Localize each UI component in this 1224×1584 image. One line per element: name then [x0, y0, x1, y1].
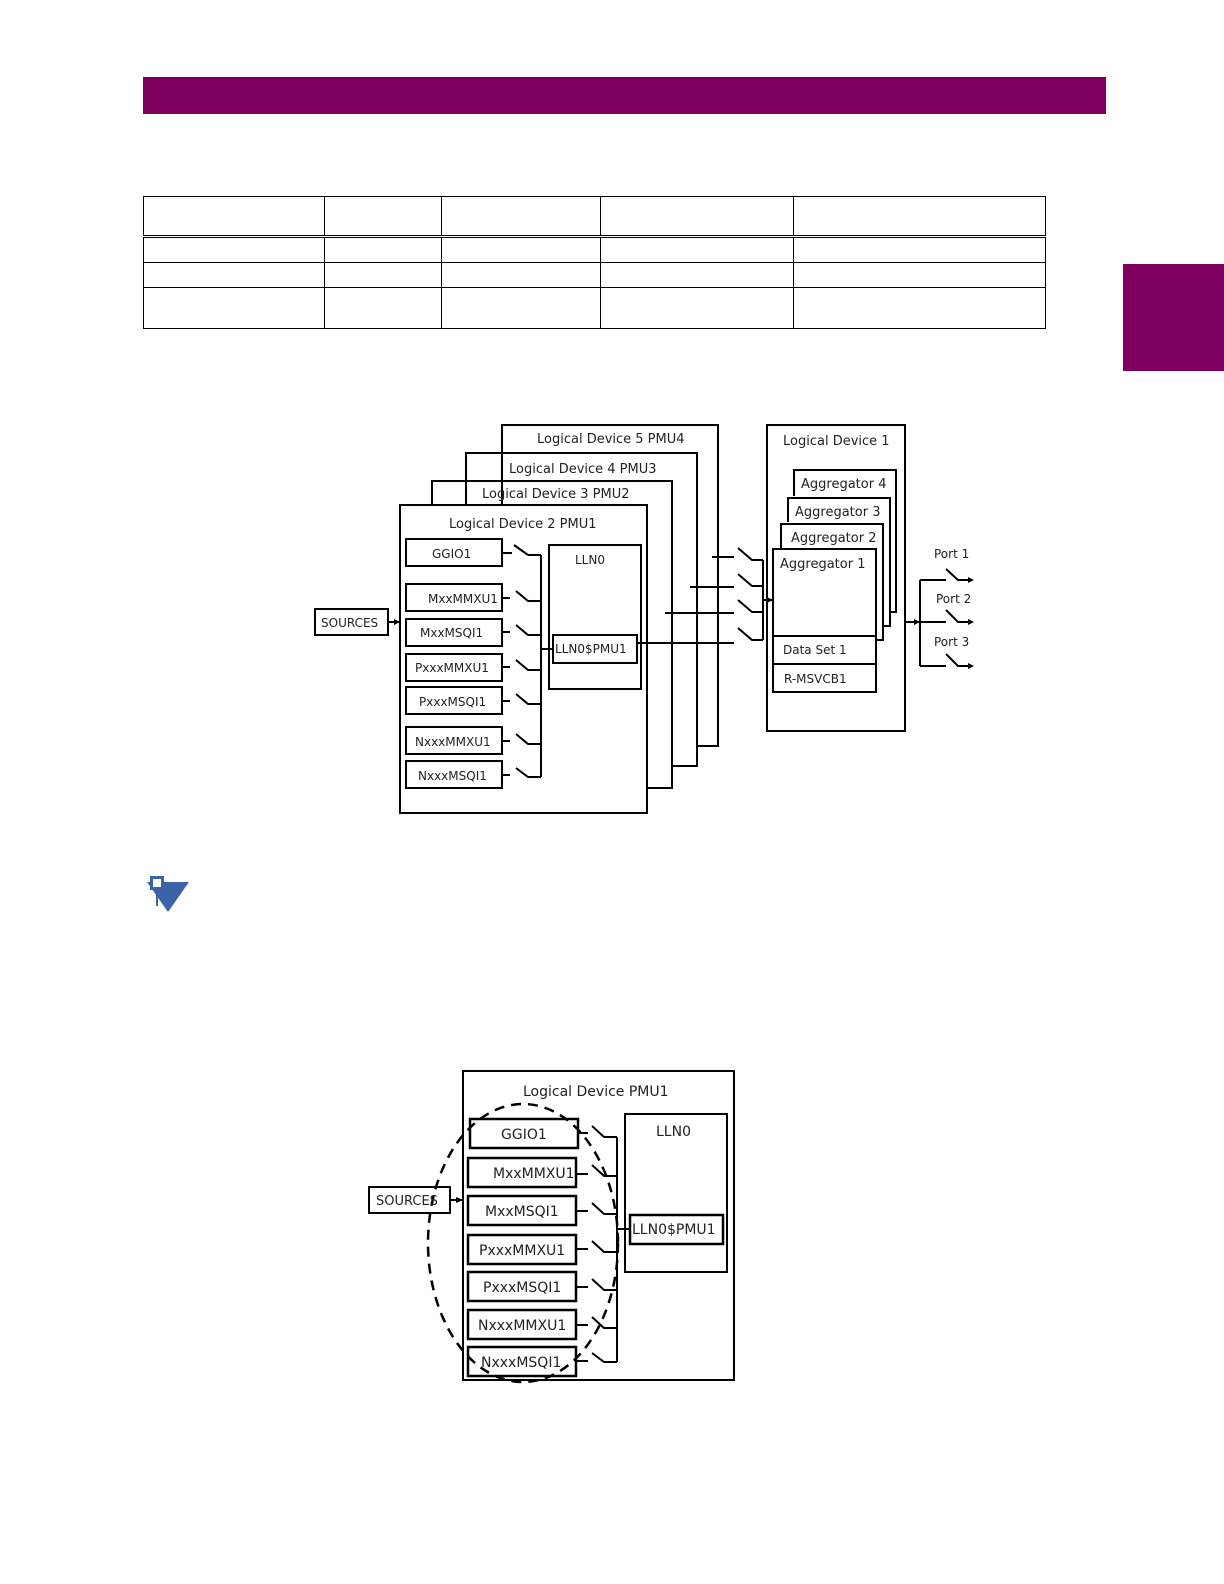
sources-label: SOURCES [321, 616, 378, 630]
port-3-label: Port 3 [934, 635, 969, 649]
node-pxxxmsqi1: PxxxMSQI1 [419, 695, 486, 709]
table-row [143, 287, 1046, 329]
data-set-label: Data Set 1 [783, 643, 847, 657]
table-row [143, 262, 1046, 288]
msvcb-label: R-MSVCB1 [784, 672, 847, 686]
sources-label-2: SOURCES [376, 1194, 438, 1209]
node2-pxxxmmxu1: PxxxMMXU1 [479, 1243, 565, 1259]
node2-pxxxmsqi1: PxxxMSQI1 [483, 1280, 561, 1296]
node-nxxxmsqi1: NxxxMSQI1 [418, 769, 487, 783]
logical-device-pmu1-box [462, 1070, 735, 1381]
node-mxxmsqi1: MxxMSQI1 [420, 626, 483, 640]
aggregator-1-box [772, 548, 877, 693]
logical-device-1-box [766, 424, 906, 732]
data-table [143, 196, 1046, 329]
node2-nxxxmmxu1: NxxxMMXU1 [478, 1318, 566, 1334]
aggregator-2-label: Aggregator 2 [791, 531, 876, 546]
table-row [143, 236, 1046, 263]
node2-ggio1: GGIO1 [501, 1127, 547, 1143]
ld3-label: Logical Device 3 PMU2 [482, 487, 630, 502]
ld4-label: Logical Device 4 PMU3 [509, 462, 657, 477]
lln0-box [548, 544, 642, 690]
table-header-row [143, 196, 1046, 238]
node2-nxxxmsqi1: NxxxMSQI1 [481, 1355, 561, 1371]
node-mxxmmxu1: MxxMMXU1 [428, 592, 498, 606]
ld2-label: Logical Device 2 PMU1 [449, 517, 597, 532]
figure-2 [368, 1070, 735, 1384]
port-2-label: Port 2 [936, 592, 971, 606]
lln0-pmu1-box-2 [628, 1213, 725, 1246]
dashed-ellipse [426, 1102, 620, 1384]
port-1-label: Port 1 [934, 547, 969, 561]
note-icon [147, 876, 189, 912]
node2-mxxmmxu1: MxxMMXU1 [493, 1166, 575, 1182]
lln0-label: LLN0 [575, 553, 605, 567]
ld5-label: Logical Device 5 PMU4 [537, 432, 685, 447]
aggregator-4-label: Aggregator 4 [801, 477, 886, 492]
node2-mxxmsqi1: MxxMSQI1 [485, 1204, 559, 1220]
lln0-box-2 [624, 1113, 728, 1273]
lln0-pmu1-label-2: LLN0$PMU1 [632, 1222, 716, 1238]
lln0-pmu1-label: LLN0$PMU1 [555, 642, 627, 656]
ld1-label: Logical Device 1 [783, 434, 890, 449]
logical-device-2-box [399, 504, 648, 814]
lln0-pmu1-box [552, 634, 638, 664]
lln0-label-2: LLN0 [656, 1124, 691, 1140]
node-pxxxmmxu1: PxxxMMXU1 [415, 661, 489, 675]
node-nxxxmmxu1: NxxxMMXU1 [415, 735, 491, 749]
chapter-tab [1123, 264, 1224, 371]
ld-pmu1-label: Logical Device PMU1 [523, 1084, 669, 1100]
node-ggio1: GGIO1 [432, 547, 471, 561]
aggregator-3-label: Aggregator 3 [795, 505, 880, 520]
header-bar [143, 77, 1106, 114]
aggregator-1-label: Aggregator 1 [780, 557, 865, 572]
